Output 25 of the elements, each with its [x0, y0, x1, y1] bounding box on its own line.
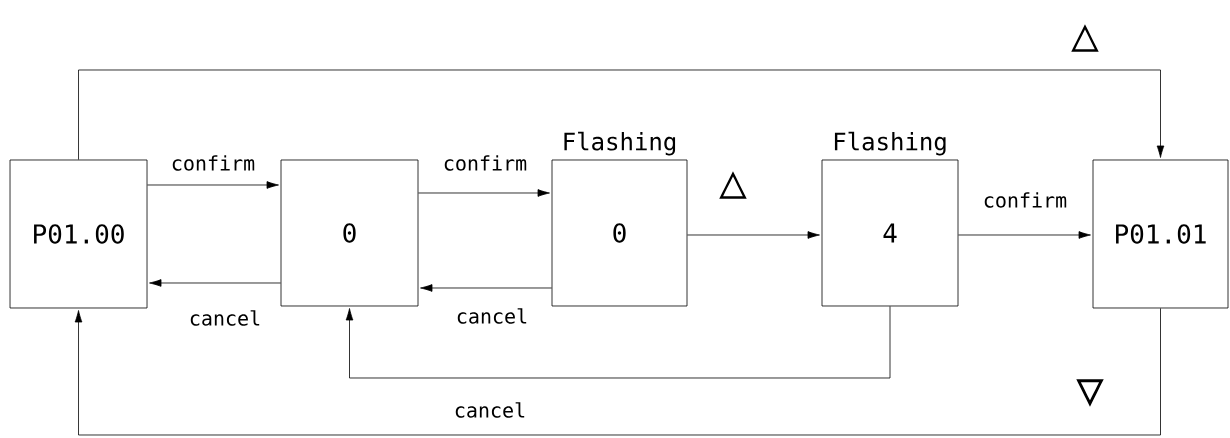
arrow: [418, 189, 550, 197]
state-heading: Flashing: [564, 131, 676, 156]
arrow: [345, 306, 891, 379]
state-box: 4: [821, 159, 959, 307]
arrow: [147, 181, 279, 189]
state-box: P01.01: [1092, 159, 1229, 309]
state-box: 0: [551, 159, 688, 307]
arrow: [420, 284, 552, 292]
state-box: 0: [280, 159, 419, 307]
edge-label: △: [718, 170, 748, 200]
edge-label: ▽: [1075, 378, 1105, 408]
edge-label: cancel: [454, 307, 530, 325]
state-box: P01.00: [9, 159, 148, 309]
arrow: [149, 279, 281, 287]
arrow: [687, 231, 820, 239]
arrow: [74, 308, 1161, 436]
arrow: [78, 69, 1165, 160]
edge-label: cancel: [187, 309, 263, 327]
edge-label: cancel: [452, 401, 528, 419]
state-heading: Flashing: [834, 131, 946, 156]
edge-label: confirm: [981, 191, 1069, 209]
edge-label: confirm: [169, 154, 257, 172]
edge-label: △: [1070, 23, 1100, 53]
edge-label: confirm: [441, 154, 529, 172]
arrow: [958, 231, 1091, 239]
